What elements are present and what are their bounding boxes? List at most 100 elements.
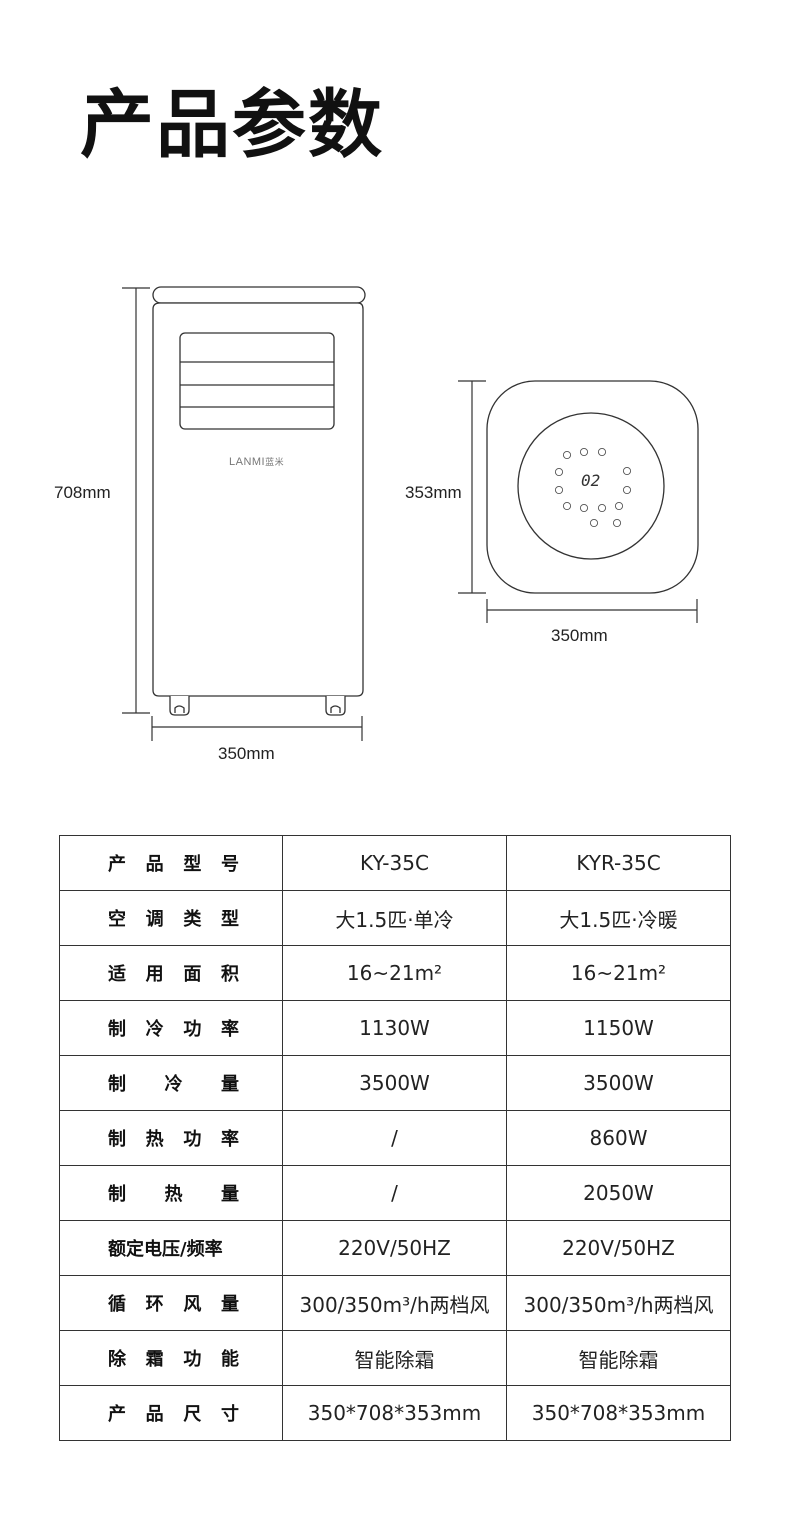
- label-char: 热: [145, 1129, 164, 1150]
- row-label: 制冷量: [59, 1055, 283, 1111]
- panel-icon: [612, 518, 622, 528]
- row-label: 产品尺寸: [59, 1385, 283, 1441]
- row-label: 循环风量: [59, 1275, 283, 1331]
- label-char: 制: [108, 1184, 126, 1205]
- panel-icon: [562, 450, 572, 460]
- top-view-unit: [486, 380, 699, 594]
- row-value: 220V/50HZ: [282, 1220, 507, 1276]
- label-char: 冷: [145, 1019, 164, 1040]
- label-char: 霜: [145, 1349, 164, 1370]
- panel-icon: [579, 503, 589, 513]
- row-value: 1150W: [506, 1000, 731, 1056]
- row-value: 2050W: [506, 1165, 731, 1221]
- row-value: 16~21m²: [506, 945, 731, 1001]
- table-row: 空调类型大1.5匹·单冷大1.5匹·冷暖: [59, 890, 731, 946]
- front-view-unit: [152, 286, 366, 716]
- top-width-label: 350mm: [551, 626, 608, 645]
- label-char: 制: [108, 1019, 126, 1040]
- label-char: 量: [221, 1074, 239, 1095]
- top-width-dimension: [486, 599, 698, 623]
- row-label: 制热功率: [59, 1110, 283, 1166]
- row-value: 1130W: [282, 1000, 507, 1056]
- product-drawings: [122, 286, 699, 741]
- row-label: 除霜功能: [59, 1330, 283, 1386]
- brand-logo-text: LANMI: [229, 456, 266, 468]
- label-char: 功: [183, 1349, 202, 1370]
- row-value: 350*708*353mm: [506, 1385, 731, 1441]
- label-char: 品: [145, 1404, 164, 1425]
- label-char: 品: [145, 854, 164, 875]
- control-panel-ring: [517, 412, 665, 560]
- unit-top-cap: [152, 286, 366, 304]
- row-label: 额定电压/频率: [59, 1220, 283, 1276]
- row-label: 适用面积: [59, 945, 283, 1001]
- front-width-label: 350mm: [218, 744, 275, 763]
- panel-icon: [622, 466, 632, 476]
- label-char: 空: [108, 909, 126, 930]
- table-row: 制热功率/860W: [59, 1110, 731, 1166]
- row-value: 3500W: [282, 1055, 507, 1111]
- panel-icon: [597, 503, 607, 513]
- row-value: 大1.5匹·单冷: [282, 890, 507, 946]
- label-char: 量: [220, 1294, 239, 1315]
- brand-logo: LANMI蓝米: [229, 455, 284, 468]
- label-char: 热: [164, 1184, 183, 1205]
- label-char: 产: [108, 854, 126, 875]
- label-char: 功: [183, 1019, 202, 1040]
- row-value: 220V/50HZ: [506, 1220, 731, 1276]
- label-char: 尺: [183, 1404, 202, 1425]
- row-value: KYR-35C: [506, 835, 731, 891]
- table-row: 除霜功能智能除霜智能除霜: [59, 1330, 731, 1386]
- row-label: 空调类型: [59, 890, 283, 946]
- top-depth-label: 353mm: [405, 483, 462, 502]
- label-char: 冷: [164, 1074, 183, 1095]
- label-char: 型: [183, 854, 202, 875]
- front-width-dimension: [151, 716, 363, 741]
- label-char: 积: [220, 964, 239, 985]
- panel-icon: [579, 447, 589, 457]
- label-char: 循: [108, 1294, 126, 1315]
- label-char: 风: [183, 1294, 202, 1315]
- panel-display: 02: [581, 471, 601, 490]
- row-label: 制热量: [59, 1165, 283, 1221]
- label-char: 能: [220, 1349, 239, 1370]
- page-title: 产品参数: [80, 82, 384, 168]
- row-value: KY-35C: [282, 835, 507, 891]
- label-char: 除: [108, 1349, 126, 1370]
- control-panel-icons: [554, 447, 632, 528]
- label-char: 型: [220, 909, 239, 930]
- front-height-dimension: [122, 287, 150, 714]
- label-char: 产: [108, 1404, 126, 1425]
- row-value: 大1.5匹·冷暖: [506, 890, 731, 946]
- label-char: 调: [145, 909, 164, 930]
- label-char: 号: [220, 854, 239, 875]
- panel-icon: [554, 467, 564, 477]
- row-value: 350*708*353mm: [282, 1385, 507, 1441]
- label-char: 类: [183, 909, 202, 930]
- row-label: 制冷功率: [59, 1000, 283, 1056]
- label-char: 适: [108, 964, 126, 985]
- air-outlet: [179, 332, 335, 430]
- label-text: 额定电压/频率: [108, 1239, 223, 1260]
- panel-icon: [562, 501, 572, 511]
- label-char: 制: [108, 1074, 126, 1095]
- row-value: /: [282, 1110, 507, 1166]
- table-row: 制热量/2050W: [59, 1165, 731, 1221]
- label-char: 率: [220, 1019, 239, 1040]
- panel-icon: [614, 501, 624, 511]
- row-label: 产品型号: [59, 835, 283, 891]
- label-char: 寸: [220, 1404, 239, 1425]
- panel-icon: [622, 485, 632, 495]
- top-depth-dimension: [458, 380, 486, 594]
- panel-icon: [554, 485, 564, 495]
- label-char: 功: [183, 1129, 202, 1150]
- label-char: 制: [108, 1129, 126, 1150]
- label-char: 面: [183, 964, 202, 985]
